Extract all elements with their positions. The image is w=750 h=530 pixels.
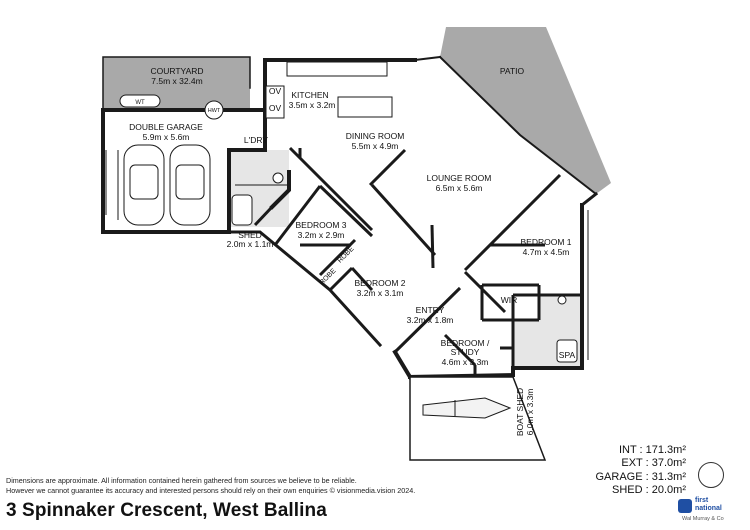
dining-label: DINING ROOM [346,131,405,141]
courtyard-dims: 7.5m x 32.4m [151,76,203,86]
area-shed: SHED : 20.0m² [612,484,686,497]
patio-area [440,27,611,194]
boat-shed-dims: 6.0m x 3.3m [525,389,535,436]
boat-shed-label: BOAT SHED [515,388,525,436]
wt-hwt [119,94,224,120]
area-garage: GARAGE : 31.3m² [595,470,687,483]
wir-area [482,285,539,320]
first-national-logo-icon [678,499,692,513]
patio-label: PATIO [500,66,525,76]
spa-label: SPA [559,350,576,360]
hwt-label: HWT [208,108,221,114]
laundry-label: L'DRY [244,135,268,145]
study-dims: 4.6m x 3.3m [442,357,489,367]
windows [102,68,589,360]
shed-label: SHED [238,230,262,240]
bath-fixtures [231,172,578,363]
wir-label: WIR [501,295,518,305]
laundry-area [229,150,289,172]
kitchen-dims: 3.5m x 3.2m [289,100,336,110]
oven-label-2: OV [269,103,282,113]
area-summary: INT : 171.3m² EXT : 37.0m² GARAGE : 31.3… [592,444,687,498]
lounge-label: LOUNGE ROOM [427,173,492,183]
study-label-2: STUDY [451,347,480,357]
double-garage-label: DOUBLE GARAGE [129,122,203,132]
interior-walls [235,146,580,375]
bedroom1-label: BEDROOM 1 [520,237,571,247]
bedroom3-label: BEDROOM 3 [295,220,346,230]
visionmedia-logo-icon [698,462,724,488]
courtyard-label: COURTYARD [150,66,203,76]
area-ext: EXT : 37.0m² [621,457,686,470]
boat-shed [409,376,547,461]
room-labels: COURTYARD 7.5m x 32.4m WT HWT DOUBLE GAR… [129,66,575,436]
dining-dims: 5.5m x 4.9m [352,141,399,151]
lounge-dims: 6.5m x 5.6m [436,183,483,193]
kitchen-label: KITCHEN [291,90,328,100]
entry-dims: 3.2m x 1.8m [407,315,454,325]
bedroom2-dims: 3.2m x 3.1m [357,288,404,298]
first-national-logo: first national Wal Murray & Co [678,497,748,527]
bedroom2-label: BEDROOM 2 [354,278,405,288]
bedroom3-dims: 3.2m x 2.9m [298,230,345,240]
area-int: INT : 171.3m² [618,444,686,456]
wt-label: WT [135,100,145,106]
bedroom1-dims: 4.7m x 4.5m [523,247,570,257]
floor-plan: COURTYARD 7.5m x 32.4m WT HWT DOUBLE GAR… [101,27,611,461]
oven-label-1: OV [269,86,282,96]
disclaimer: Dimensions are approximate. All informat… [6,476,416,495]
study-label-1: BEDROOM / [441,338,490,348]
property-address: 3 Spinnaker Crescent, West Ballina [6,500,327,521]
shed-dims: 2.0m x 1.1m [227,239,274,249]
entry-label: ENTRY [416,305,445,315]
double-garage-dims: 5.9m x 5.6m [143,132,190,142]
kitchen-fixtures [265,61,393,119]
garage-cars [117,144,211,226]
